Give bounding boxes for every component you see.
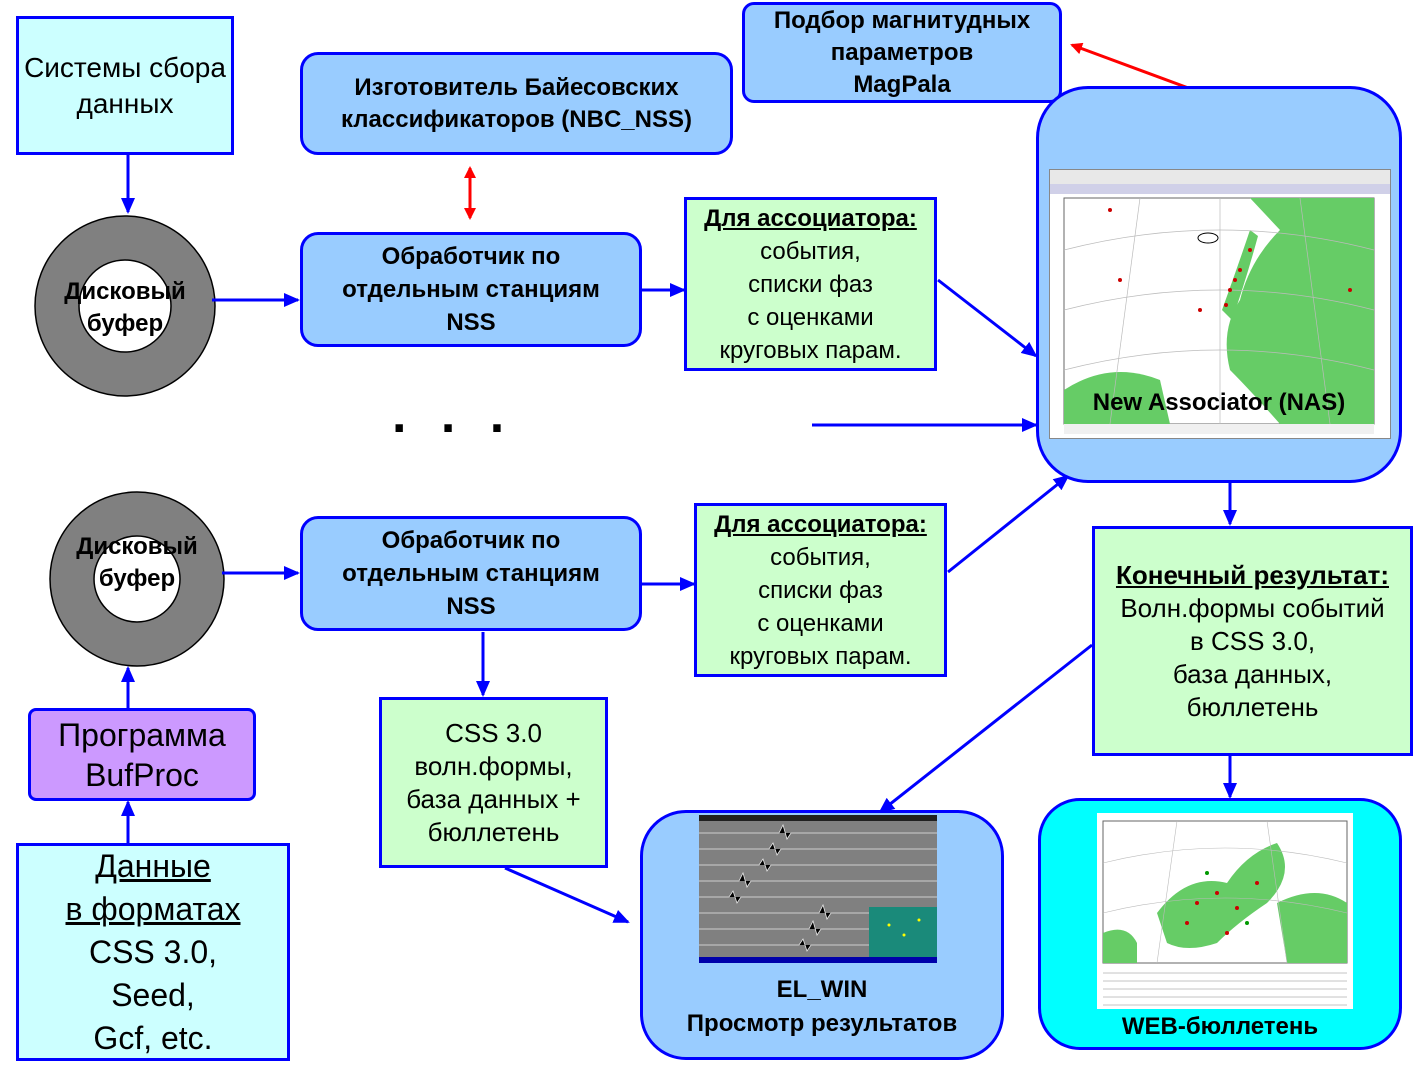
data-formats-box: Данные в форматах CSS 3.0, Seed, Gcf, et… xyxy=(16,843,290,1061)
css-output-box: CSS 3.0 волн.формы, база данных + бюллет… xyxy=(379,697,608,868)
new-associator-box: New Associator (NAS) xyxy=(1036,86,1402,483)
el-win-label: EL_WIN Просмотр результатов xyxy=(686,976,958,1037)
disk-buffer-ring-2 xyxy=(50,492,224,666)
associator-input-box-2: Для ассоциатора: события, списки фаз с о… xyxy=(694,503,947,677)
disk-buffer-ring-1 xyxy=(35,216,215,396)
bulletin-map-screenshot xyxy=(1097,813,1353,1009)
associator-input-box-1: Для ассоциатора: события, списки фаз с о… xyxy=(684,197,937,371)
nas-map-screenshot xyxy=(1049,169,1391,439)
arrow-css-to-elwin xyxy=(504,866,630,924)
final-result-box: Конечный результат: Волн.формы событий в… xyxy=(1092,526,1413,756)
nss-processor-box-2: Обработчик по отдельным станциям NSS xyxy=(300,516,642,631)
nas-label: New Associator (NAS) xyxy=(1092,389,1346,416)
ellipsis: . . . xyxy=(392,386,515,444)
bayes-classifier-maker-box: Изготовитель Байесовских классификаторов… xyxy=(300,52,733,155)
nss-processor-box-1: Обработчик по отдельным станциям NSS xyxy=(300,232,642,347)
bufproc-program-box: Программа BufProc xyxy=(28,708,256,801)
arrow-final-to-elwin xyxy=(878,643,1093,814)
arrow-assoc1-to-nas xyxy=(937,278,1038,358)
arrow-assoc2-to-nas xyxy=(947,474,1070,574)
web-bulletin-box: WEB-бюллетень xyxy=(1038,798,1402,1050)
data-collection-box: Системы сбора данных xyxy=(16,16,234,155)
magpala-box: Подбор магнитудных параметров MagPala xyxy=(742,2,1062,103)
web-bulletin-label: WEB-бюллетень xyxy=(1121,1013,1319,1040)
waveform-viewer-screenshot xyxy=(699,815,937,963)
el-win-box: EL_WIN Просмотр результатов xyxy=(640,810,1004,1060)
